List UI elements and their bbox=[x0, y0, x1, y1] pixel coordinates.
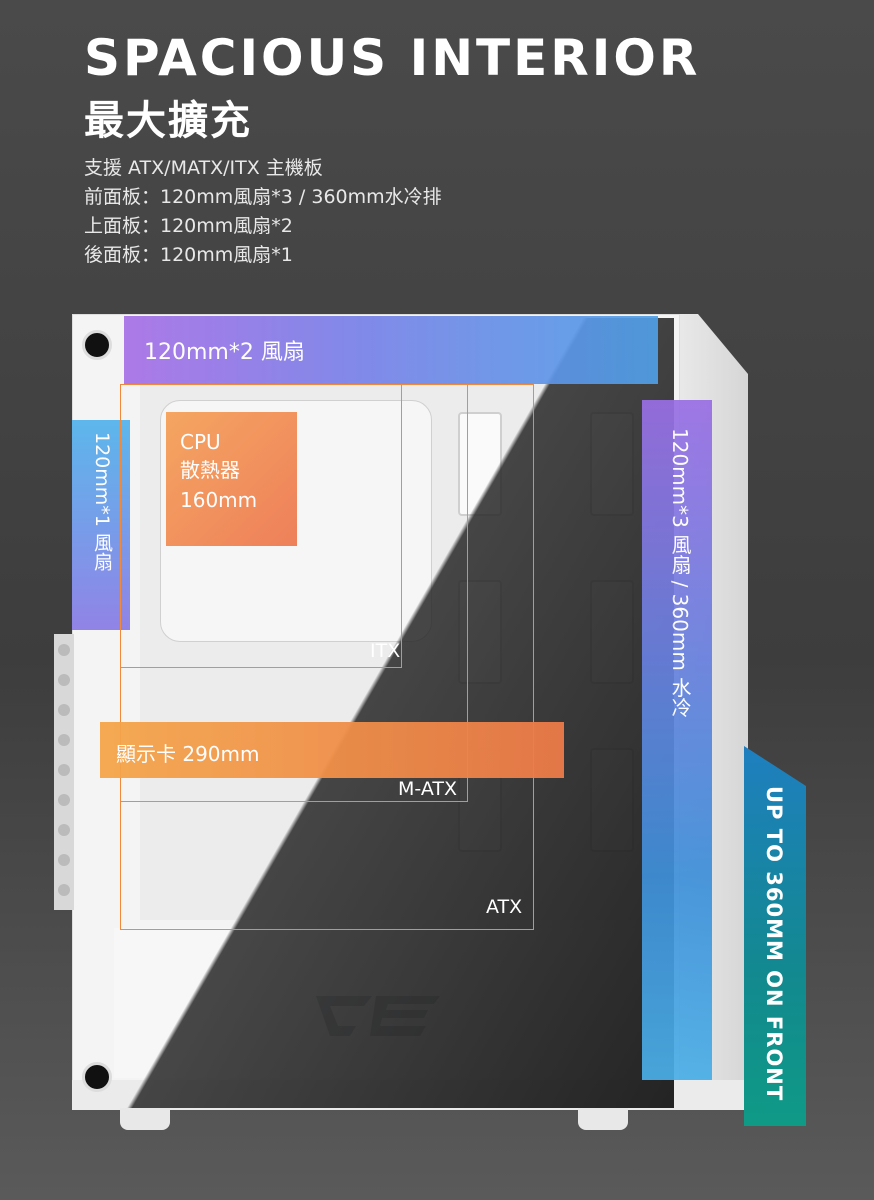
case-foot bbox=[578, 1108, 628, 1130]
front-fan-zone: 120mm*3 風扇 / 360mm 水冷 bbox=[642, 400, 712, 1080]
port-hole bbox=[58, 824, 70, 836]
front-fan-label: 120mm*3 風扇 / 360mm 水冷 bbox=[668, 428, 692, 718]
banner-text: UP TO 360MM ON FRONT bbox=[762, 786, 786, 1102]
spec-item: 前面板：120mm風扇*3 / 360mm水冷排 bbox=[84, 186, 442, 208]
atx-outline bbox=[120, 384, 534, 930]
top-fan-label: 120mm*2 風扇 bbox=[144, 340, 305, 365]
front-radiator-banner: UP TO 360MM ON FRONT bbox=[744, 746, 806, 1126]
itx-label: ITX bbox=[370, 640, 401, 662]
port-hole bbox=[58, 674, 70, 686]
port-hole bbox=[58, 794, 70, 806]
cpu-cooler-zone: CPU 散熱器 160mm bbox=[166, 412, 297, 546]
spec-list: 支援 ATX/MATX/ITX 主機板 前面板：120mm風扇*3 / 360m… bbox=[84, 154, 442, 270]
port-hole bbox=[58, 734, 70, 746]
port-hole bbox=[58, 854, 70, 866]
spec-item: 後面板：120mm風扇*1 bbox=[84, 244, 293, 266]
rear-io-panel bbox=[54, 634, 74, 910]
rear-fan-label: 120mm*1 風扇 bbox=[91, 432, 113, 571]
case-foot bbox=[120, 1108, 170, 1130]
page-title: SPACIOUS INTERIOR bbox=[84, 29, 701, 87]
port-hole bbox=[58, 704, 70, 716]
atx-label: ATX bbox=[486, 896, 523, 918]
port-hole bbox=[58, 644, 70, 656]
cpu-label-line: 散熱器 bbox=[180, 458, 240, 482]
thumbscrew-icon bbox=[82, 330, 112, 360]
cpu-label-line: CPU bbox=[180, 430, 221, 454]
port-hole bbox=[58, 764, 70, 776]
page-subtitle: 最大擴充 bbox=[84, 98, 252, 144]
spec-item: 上面板：120mm風扇*2 bbox=[84, 215, 293, 237]
port-hole bbox=[58, 884, 70, 896]
matx-label: M-ATX bbox=[398, 778, 457, 800]
top-fan-zone: 120mm*2 風扇 bbox=[124, 316, 658, 384]
spec-item: 支援 ATX/MATX/ITX 主機板 bbox=[84, 157, 323, 179]
gpu-label: 顯示卡 290mm bbox=[116, 742, 260, 766]
thumbscrew-icon bbox=[82, 1062, 112, 1092]
gpu-zone: 顯示卡 290mm bbox=[100, 722, 564, 778]
cpu-label-line: 160mm bbox=[180, 488, 258, 512]
